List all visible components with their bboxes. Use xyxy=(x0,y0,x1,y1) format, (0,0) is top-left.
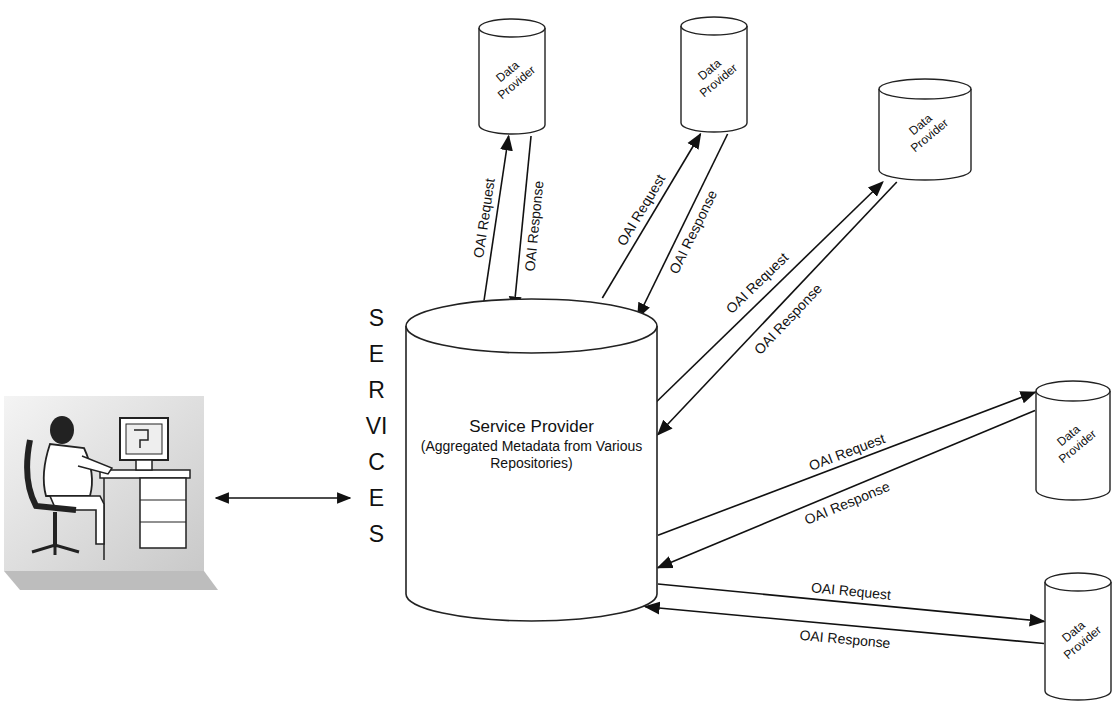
service-provider-cylinder: Service Provider(Aggregated Metadata fro… xyxy=(405,298,658,623)
cylinder-body xyxy=(681,26,747,132)
data-provider-cylinder: Data Provider xyxy=(680,16,748,134)
cylinder-top xyxy=(681,17,747,35)
data-provider-cylinder: Data Provider xyxy=(878,78,972,182)
cylinder-body xyxy=(1045,582,1111,700)
node-title: Service Provider xyxy=(417,416,647,438)
cylinder-top xyxy=(1045,573,1111,591)
cylinder-top xyxy=(1036,381,1110,401)
cylinder-body xyxy=(406,326,657,621)
cylinder-body xyxy=(879,89,971,180)
data-provider-cylinder: Data Provider xyxy=(478,18,546,136)
oai-connector xyxy=(658,392,1035,535)
data-provider-cylinder: Data Provider xyxy=(1044,572,1112,702)
oai-connector xyxy=(638,134,728,318)
edge-label: OAI Response xyxy=(665,186,721,278)
cylinder-top xyxy=(479,19,545,37)
oai-connector xyxy=(658,182,897,435)
edge-label: OAI Response xyxy=(797,627,893,652)
edge-label: OAI Request xyxy=(613,170,670,250)
oai-connector xyxy=(602,134,700,298)
cylinder-body xyxy=(479,28,545,134)
cylinder-top xyxy=(879,79,971,99)
data-provider-cylinder: Data Provider xyxy=(1035,380,1111,502)
cylinder-body xyxy=(1036,391,1110,500)
cylinder-top xyxy=(406,299,657,353)
node-subtitle: (Aggregated Metadata from Various Reposi… xyxy=(417,438,647,472)
oai-connector xyxy=(658,411,1035,568)
edge-label: OAI Request xyxy=(470,175,498,261)
vertical-label: SERVICES xyxy=(365,300,388,552)
node-content: Service Provider(Aggregated Metadata fro… xyxy=(417,416,647,472)
edge-label: OAI Response xyxy=(750,279,827,359)
edge-label: OAI Request xyxy=(721,248,792,318)
oai-connector xyxy=(653,182,883,405)
